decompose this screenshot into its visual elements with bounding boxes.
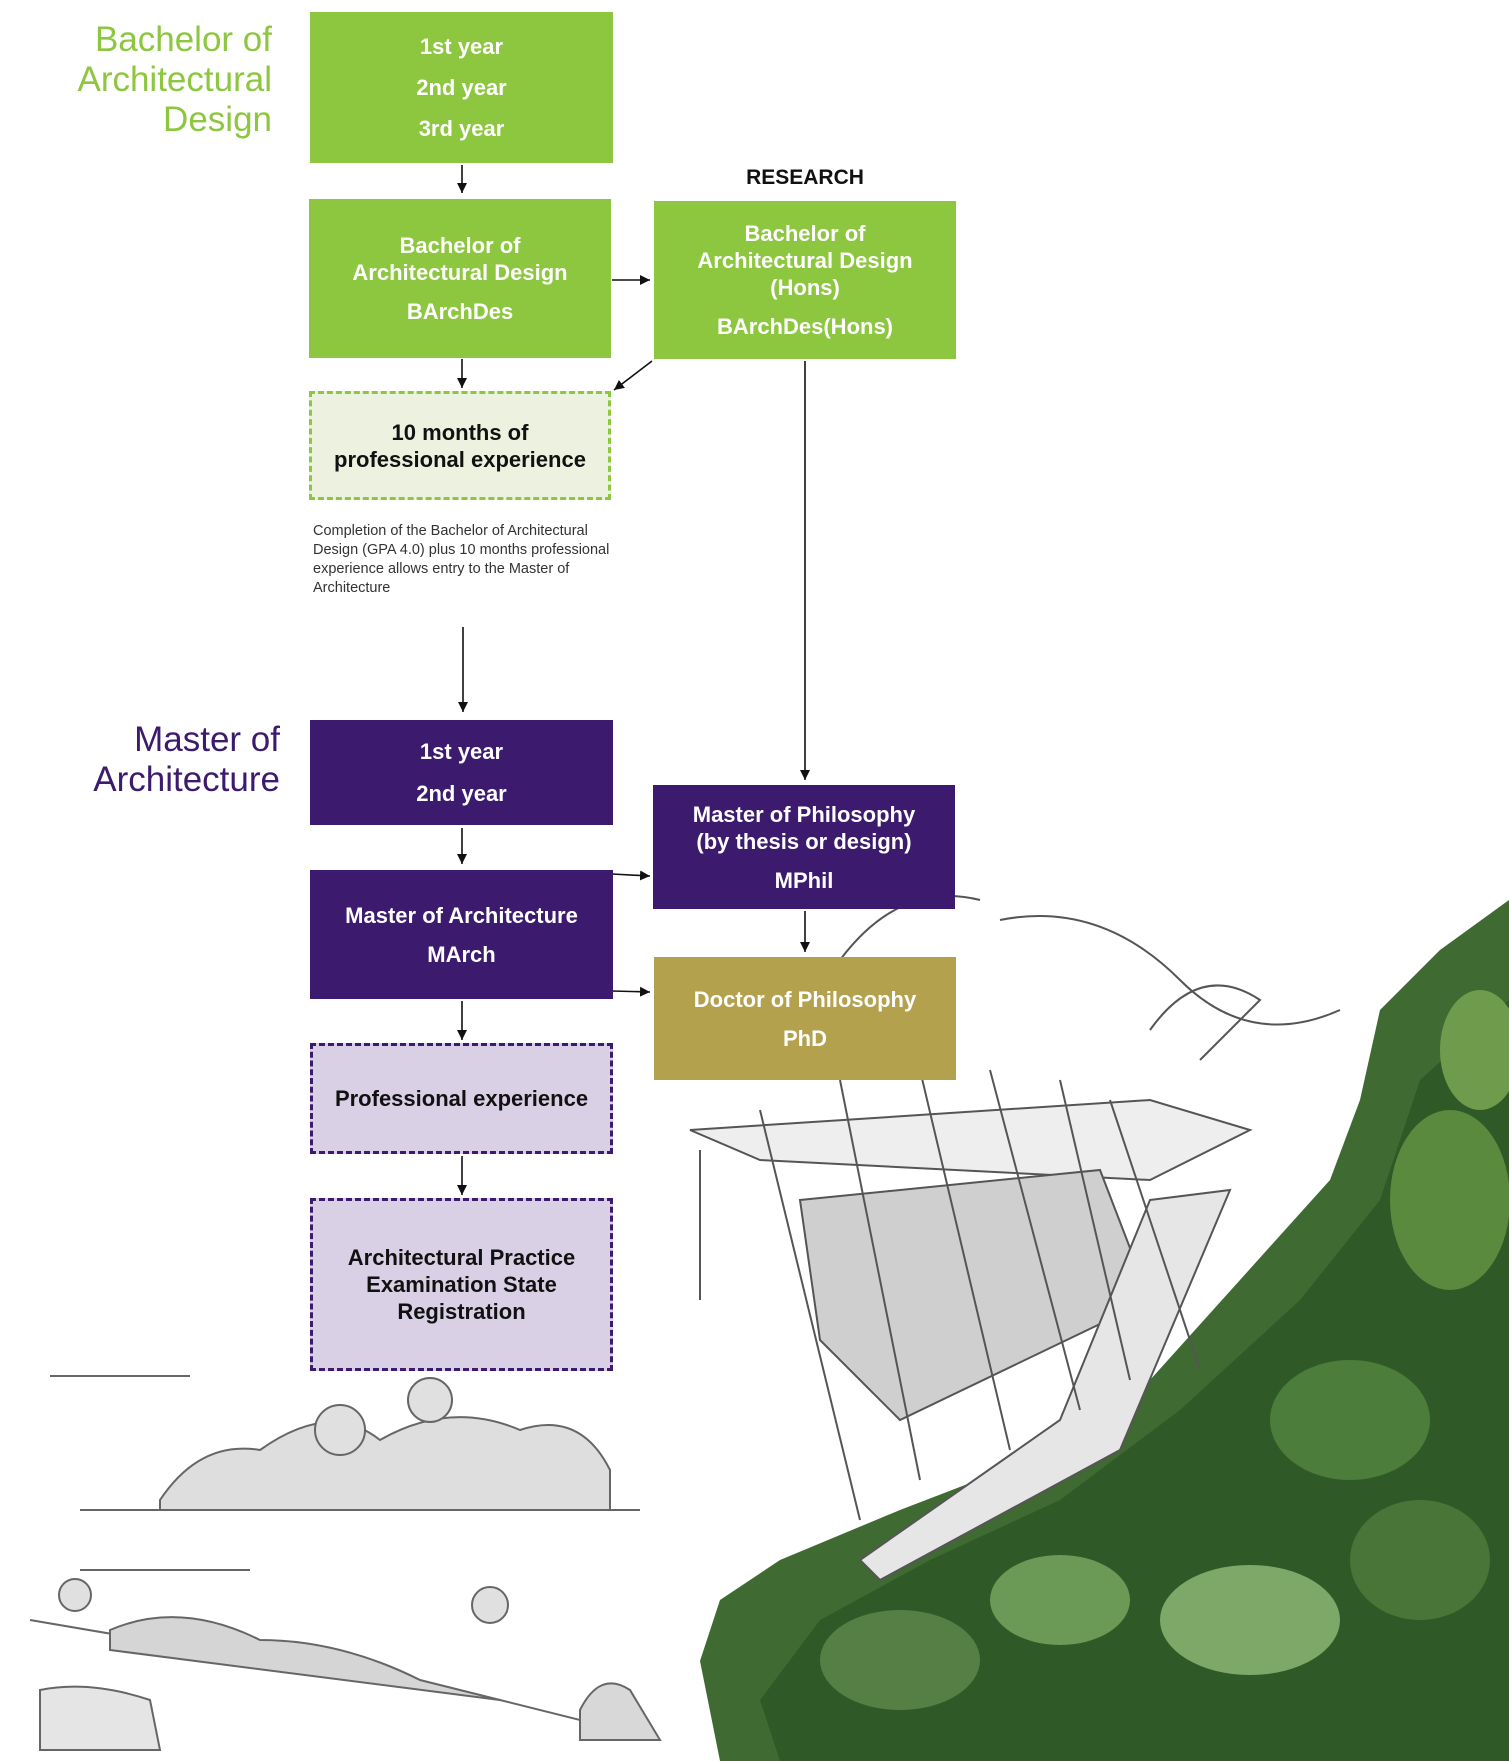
master-year-1: 1st year [419,738,504,764]
professional-experience-box: Professional experience [310,1043,613,1154]
arrow-hons-to-experience [613,360,653,391]
mphil-box: Master of Philosophy (by thesis or desig… [653,785,955,909]
barchdes-abbr: BArchDes [406,299,514,324]
bachelor-year-2: 2nd year [416,75,507,100]
pavilion-sketch [689,895,1341,1582]
bachelor-year-3: 3rd year [418,116,505,141]
march-box: Master of Architecture MArch [310,870,613,999]
arrow-march-to-mphil [611,870,651,881]
barchdes-hons-box: Bachelor of Architectural Design (Hons) … [654,201,956,359]
master-years-box: 1st year 2nd year [310,720,613,825]
phd-box: Doctor of Philosophy PhD [654,957,956,1080]
bachelor-year-1: 1st year [419,34,504,59]
section-drawings [29,1375,662,1751]
march-abbr: MArch [427,941,496,967]
master-year-2: 2nd year [416,780,507,806]
bachelor-years-box: 1st year 2nd year 3rd year [310,12,613,163]
research-label: RESEARCH [746,166,864,189]
phd-abbr: PhD [783,1025,827,1051]
ten-months-experience-box: 10 months of professional experience [309,391,611,500]
registration-box: Architectural Practice Examination State… [310,1198,613,1371]
arrow-march-to-phd [611,986,651,997]
entry-requirement-note: Completion of the Bachelor of Architectu… [313,523,610,596]
master-title: Master of Architecture [93,720,280,799]
bachelor-title: Bachelor of Architectural Design [77,20,272,139]
barchdes-hons-abbr: BArchDes(Hons) [716,314,894,339]
mphil-abbr: MPhil [774,867,834,893]
barchdes-box: Bachelor of Architectural Design BArchDe… [309,199,611,358]
